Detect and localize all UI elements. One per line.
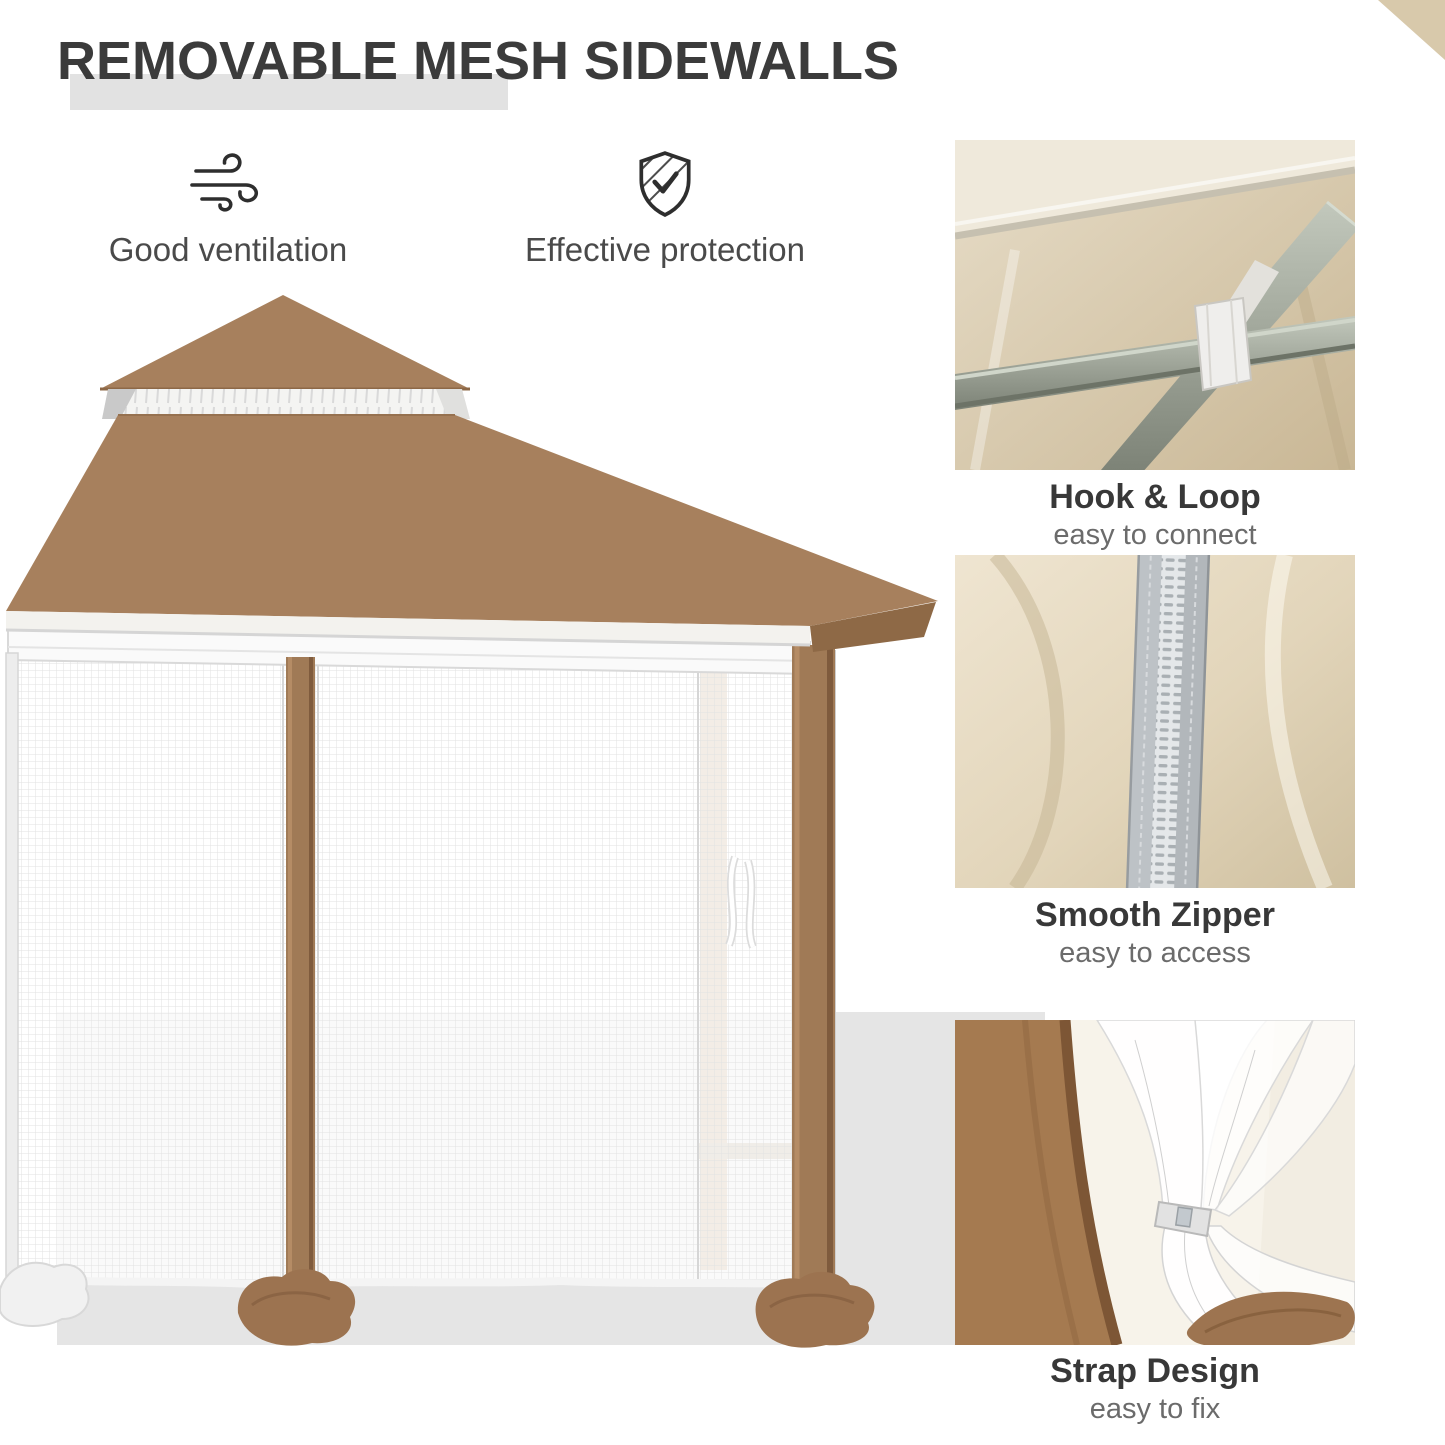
feature-protection: Effective protection	[480, 150, 850, 269]
curtain-pooled-bottom	[1186, 1291, 1355, 1345]
callout-subtitle: easy to fix	[1089, 1393, 1221, 1425]
callout-title: Hook & Loop	[1049, 478, 1261, 516]
wind-icon	[186, 150, 270, 218]
pooled-curtain	[0, 1261, 875, 1348]
callout-hook-loop: Hook & Loop easy to connect	[955, 478, 1355, 552]
zipper	[1125, 555, 1211, 888]
mesh-curtain-gathered	[1096, 1020, 1355, 1217]
callout-title: Strap Design	[1050, 1352, 1260, 1390]
strap-photo	[955, 1020, 1355, 1345]
callout-subtitle: easy to connect	[1053, 519, 1257, 551]
callout-title: Smooth Zipper	[1035, 896, 1275, 934]
feature-label: Effective protection	[524, 231, 806, 268]
callout-subtitle: easy to access	[1059, 937, 1251, 969]
velcro-strap	[1193, 296, 1253, 392]
tie-straps	[725, 855, 757, 949]
callout-strap-design: Strap Design easy to fix	[955, 1352, 1355, 1426]
frame-bar-horizontal	[955, 316, 1355, 410]
right-post	[792, 645, 835, 1343]
canopy-main-roof	[5, 414, 938, 652]
tie-strap-knot	[1153, 1200, 1213, 1238]
callout-smooth-zipper: Smooth Zipper easy to access	[955, 896, 1355, 970]
gazebo-corner-panel	[955, 1020, 1123, 1345]
corner-photo-fragment	[1378, 0, 1445, 60]
mesh-sidewall	[8, 651, 835, 1283]
zipper-photo	[955, 555, 1355, 888]
center-post	[286, 657, 315, 1285]
hook-loop-photo	[955, 140, 1355, 470]
feature-ventilation: Good ventilation	[58, 150, 398, 269]
page-title: REMOVABLE MESH SIDEWALLS	[57, 31, 900, 91]
title-highlight-bar	[70, 74, 508, 110]
shield-check-icon	[636, 150, 694, 218]
gazebo-illustration	[0, 285, 945, 1365]
feature-label: Good ventilation	[108, 231, 348, 268]
canopy-top-tier	[100, 295, 470, 391]
